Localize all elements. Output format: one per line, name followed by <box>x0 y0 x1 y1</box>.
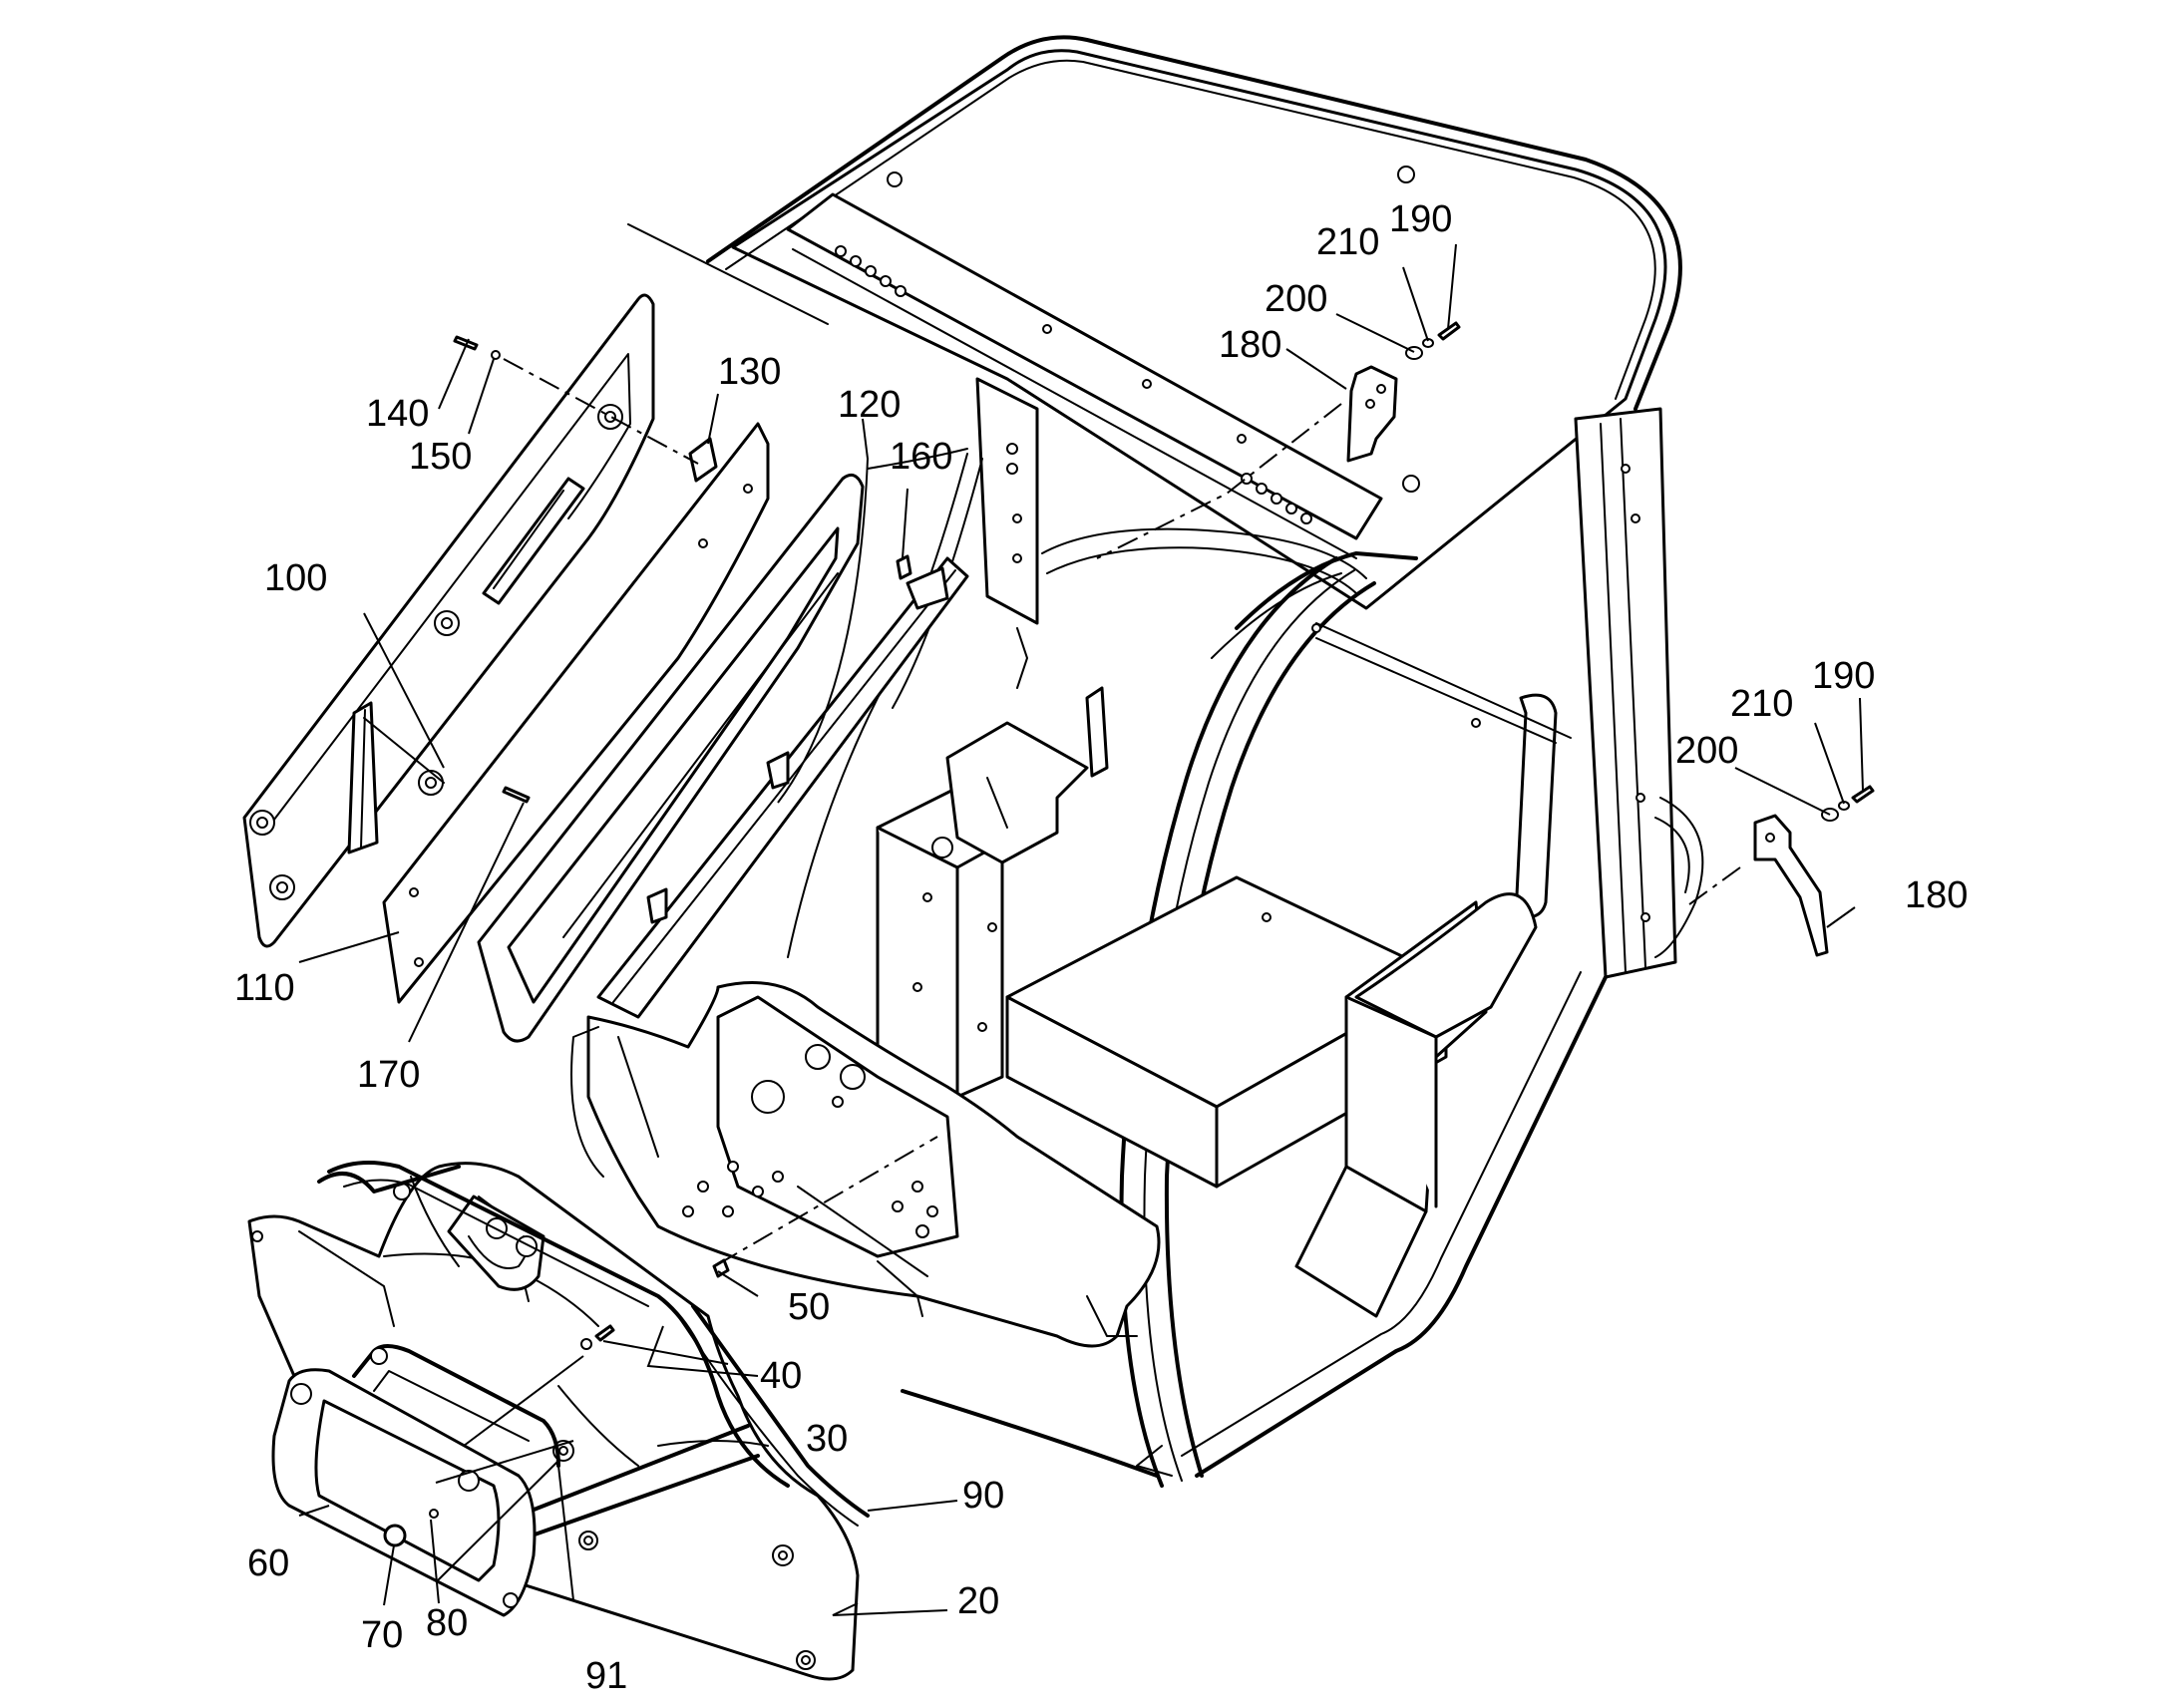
front-arch <box>1235 551 1418 630</box>
lamp-knob-70 <box>383 1509 439 1547</box>
door-seal <box>596 556 969 1019</box>
callout-120: 120 <box>838 384 901 426</box>
callout-180-top: 180 <box>1219 324 1281 366</box>
assembly-axis-140 <box>503 358 699 465</box>
callout-150: 150 <box>409 436 472 478</box>
roof-rail <box>706 35 1682 411</box>
clip-160 <box>896 554 912 580</box>
callout-190-right: 190 <box>1812 655 1875 697</box>
callout-140: 140 <box>366 393 429 435</box>
rear-ring <box>1041 527 1367 579</box>
trim-strip-90 <box>317 1165 870 1527</box>
roof-panel <box>731 49 1667 610</box>
door-frame-120 <box>477 473 865 1043</box>
screw-40 <box>594 1324 615 1342</box>
assembly-axis-50 <box>717 1136 938 1265</box>
rear-fender <box>1354 892 1538 1039</box>
bolt-190-right <box>1851 785 1875 804</box>
callout-70: 70 <box>361 1614 403 1656</box>
callout-130: 130 <box>718 351 781 393</box>
door-glass-110 <box>382 422 770 1004</box>
callout-210-top: 210 <box>1316 221 1379 263</box>
callout-50: 50 <box>788 1286 830 1328</box>
callout-91: 91 <box>585 1655 627 1697</box>
bolt-190-top <box>1437 321 1461 341</box>
callout-90: 90 <box>962 1475 1004 1517</box>
right-rear-post <box>1574 407 1677 979</box>
door-panel-100 <box>242 293 655 948</box>
callout-210-right: 210 <box>1730 683 1793 725</box>
callout-170: 170 <box>357 1054 420 1096</box>
callout-100: 100 <box>264 557 327 599</box>
callout-190-top: 190 <box>1389 198 1452 240</box>
callout-200-top: 200 <box>1265 278 1327 320</box>
leader-lines <box>298 243 1864 1616</box>
callout-110: 110 <box>234 967 295 1009</box>
dash-control-plate <box>716 995 959 1258</box>
screw-140 <box>453 335 479 351</box>
upper-handle <box>482 477 585 605</box>
console-top-bracket <box>945 721 1089 864</box>
grommet-30 <box>580 1338 592 1350</box>
screw-170 <box>502 786 531 804</box>
callout-labels: 20 30 40 50 60 70 80 90 91 100 110 120 1… <box>234 198 1968 1697</box>
callout-20: 20 <box>957 1580 999 1622</box>
front-cover-20 <box>247 1162 860 1681</box>
grommet-80 <box>429 1509 439 1519</box>
lamp-housing-60 <box>271 1344 560 1617</box>
rear-upright <box>975 377 1039 625</box>
callout-160: 160 <box>890 436 952 478</box>
bracket-right <box>1684 785 1875 957</box>
callout-30: 30 <box>806 1418 848 1460</box>
callout-200-right: 200 <box>1675 730 1738 772</box>
callout-80: 80 <box>426 1602 468 1644</box>
callout-40: 40 <box>760 1355 802 1397</box>
callout-180-right: 180 <box>1905 874 1968 916</box>
bracket-top <box>1096 321 1461 559</box>
washer-150 <box>491 350 501 360</box>
callout-60: 60 <box>247 1542 289 1584</box>
right-pillar <box>1195 975 1608 1478</box>
cab-frame <box>570 35 1704 1488</box>
pad-130 <box>688 437 718 483</box>
floor-frame <box>901 1389 1159 1478</box>
roof-cross-member <box>786 192 1383 540</box>
